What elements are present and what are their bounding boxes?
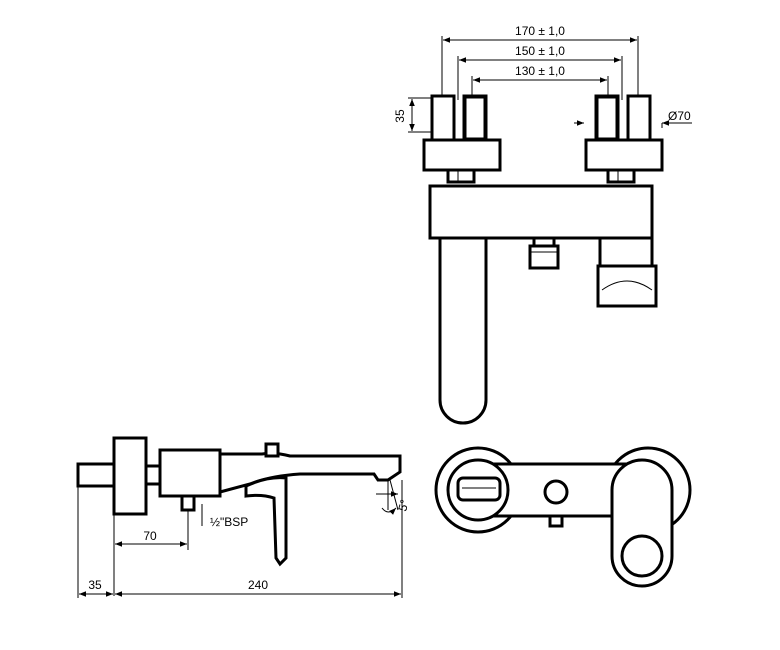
spout-curve: [601, 280, 653, 291]
top-diverter-stem: [548, 514, 564, 528]
pipe-left-outer: [430, 94, 456, 142]
side-view: 5° ½"BSP 70 35 240: [76, 436, 412, 598]
side-body: [158, 448, 222, 498]
side-thread-stub: [180, 494, 196, 512]
dim-label-side-total: 240: [248, 578, 268, 592]
top-lever-end: [620, 534, 664, 578]
dim-label-outer: 170 ± 1,0: [515, 24, 565, 38]
dim-label-mid: 150 ± 1,0: [515, 44, 565, 58]
dim-label-inner: 130 ± 1,0: [515, 64, 565, 78]
pipe-left-inner: [462, 94, 488, 142]
diverter-knob: [528, 244, 560, 270]
lever-handle: [438, 236, 488, 425]
dim-label-angle: 5°: [395, 498, 412, 513]
pipe-left-inner-bore: [465, 97, 485, 139]
top-view: [434, 446, 692, 588]
front-view: 170 ± 1,0 150 ± 1,0 130 ± 1,0 35 Ø70: [393, 24, 692, 425]
side-flange: [112, 436, 148, 516]
pipe-right-outer: [626, 94, 652, 142]
side-spout-cap: [264, 442, 280, 458]
dim-label-thread: ½"BSP: [210, 515, 248, 529]
dim-label-height: 35: [393, 109, 407, 123]
pipe-right-inner: [594, 94, 620, 142]
side-wall-pipe: [76, 462, 116, 488]
angle-arc: [381, 507, 397, 515]
nut-left: [446, 168, 476, 184]
side-connector: [144, 464, 162, 486]
top-diverter: [543, 479, 569, 505]
spout-outlet: [596, 264, 658, 308]
dim-label-diameter: Ø70: [668, 109, 691, 123]
flange-left: [422, 138, 502, 172]
top-spout-outlet: [456, 476, 502, 502]
dim-label-side-wall: 35: [88, 578, 102, 592]
pipe-right-inner-bore: [597, 97, 617, 139]
spout-neck: [598, 236, 654, 268]
side-lever: [244, 476, 288, 567]
nut-right: [606, 168, 636, 184]
dim-label-side-offset: 70: [143, 529, 157, 543]
mixer-body: [428, 184, 654, 240]
flange-right: [584, 138, 664, 172]
